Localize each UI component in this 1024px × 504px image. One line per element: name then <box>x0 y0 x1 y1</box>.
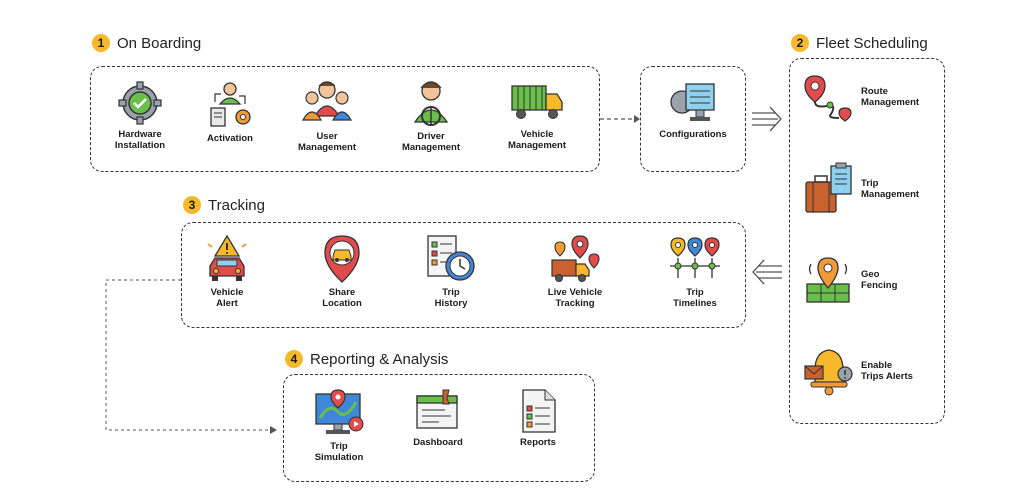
section-title-reporting-analysis: 4 Reporting & Analysis <box>285 350 448 368</box>
item-vehicle-management: Vehicle Management <box>482 80 592 151</box>
section-title-text: Reporting & Analysis <box>310 350 449 368</box>
item-label: Reports <box>520 437 556 448</box>
live-tracking-truck-icon <box>551 235 600 282</box>
item-reports: Reports <box>483 388 593 448</box>
activation-icon <box>210 82 251 127</box>
item-label: Vehicle Alert <box>210 287 244 309</box>
item-enable-trips-alerts: Enable Trips Alerts <box>803 344 943 398</box>
checklist-clock-icon <box>427 235 475 281</box>
fleet-scheduling-box <box>789 58 945 424</box>
item-geo-fencing: Geo Fencing <box>803 254 943 306</box>
timeline-pins-icon <box>670 237 720 278</box>
driver-icon <box>413 81 449 126</box>
item-trip-timelines: Trip Timelines <box>640 234 750 309</box>
item-label: Vehicle Management <box>507 129 567 151</box>
section-number-badge: 2 <box>791 34 809 52</box>
item-label: Trip Management <box>861 178 920 200</box>
configurations-box <box>640 66 746 172</box>
report-document-icon <box>522 389 556 433</box>
item-route-management: Route Management <box>803 72 943 122</box>
route-icon <box>804 75 852 122</box>
section-title-text: Tracking <box>208 196 265 214</box>
item-hardware-installation: Hardware Installation <box>85 80 195 151</box>
dashboard-window-icon <box>416 389 458 429</box>
configuration-monitor-icon <box>670 83 715 121</box>
item-label: Trip Simulation <box>314 441 364 463</box>
section-title-onboarding: 1 On Boarding <box>92 34 201 52</box>
gear-check-icon <box>118 81 162 125</box>
users-icon <box>301 81 353 121</box>
item-label: Live Vehicle Tracking <box>547 287 603 309</box>
item-trip-simulation: Trip Simulation <box>284 388 394 463</box>
location-pin-car-icon <box>324 235 360 283</box>
section-number-badge: 4 <box>285 350 303 368</box>
suitcase-clipboard-icon <box>805 162 852 213</box>
item-label: Share Location <box>322 287 362 309</box>
section-title-tracking: 3 Tracking <box>183 196 265 214</box>
arrowhead-reporting <box>270 426 277 434</box>
section-title-text: Fleet Scheduling <box>816 34 928 52</box>
item-label: Route Management <box>861 86 920 108</box>
section-number-badge: 3 <box>183 196 201 214</box>
item-label: Activation <box>207 133 253 144</box>
item-configurations: Configurations <box>638 80 748 140</box>
item-label: User Management <box>297 131 357 153</box>
connector-fleet-tracking <box>752 259 782 285</box>
item-trip-management: Trip Management <box>803 162 943 216</box>
item-label: Trip History <box>434 287 468 309</box>
tracking-box <box>181 222 746 328</box>
geofence-icon <box>806 257 850 303</box>
item-user-management: User Management <box>272 76 382 153</box>
map-monitor-icon <box>315 389 364 434</box>
reporting-box <box>283 374 595 482</box>
item-label: Driver Management <box>401 131 461 153</box>
item-trip-history: Trip History <box>396 234 506 309</box>
item-label: Dashboard <box>413 437 463 448</box>
truck-icon <box>511 85 563 119</box>
item-dashboard: Dashboard <box>383 388 493 448</box>
item-label: Enable Trips Alerts <box>861 360 913 382</box>
section-title-fleet-scheduling: 2 Fleet Scheduling <box>791 34 928 52</box>
item-label: Geo Fencing <box>861 269 898 291</box>
bell-alert-icon <box>804 349 853 396</box>
item-vehicle-alert: Vehicle Alert <box>172 234 282 309</box>
item-driver-management: Driver Management <box>376 76 486 153</box>
item-label: Trip Timelines <box>673 287 717 309</box>
section-number-badge: 1 <box>92 34 110 52</box>
onboarding-box <box>90 66 600 172</box>
item-live-vehicle-tracking: Live Vehicle Tracking <box>520 234 630 309</box>
section-title-text: On Boarding <box>117 34 202 52</box>
connector-configurations-fleet <box>752 106 782 132</box>
item-label: Configurations <box>659 129 727 140</box>
item-label: Hardware Installation <box>114 129 166 151</box>
item-share-location: Share Location <box>287 234 397 309</box>
car-alert-icon <box>207 234 247 281</box>
item-activation: Activation <box>175 80 285 144</box>
